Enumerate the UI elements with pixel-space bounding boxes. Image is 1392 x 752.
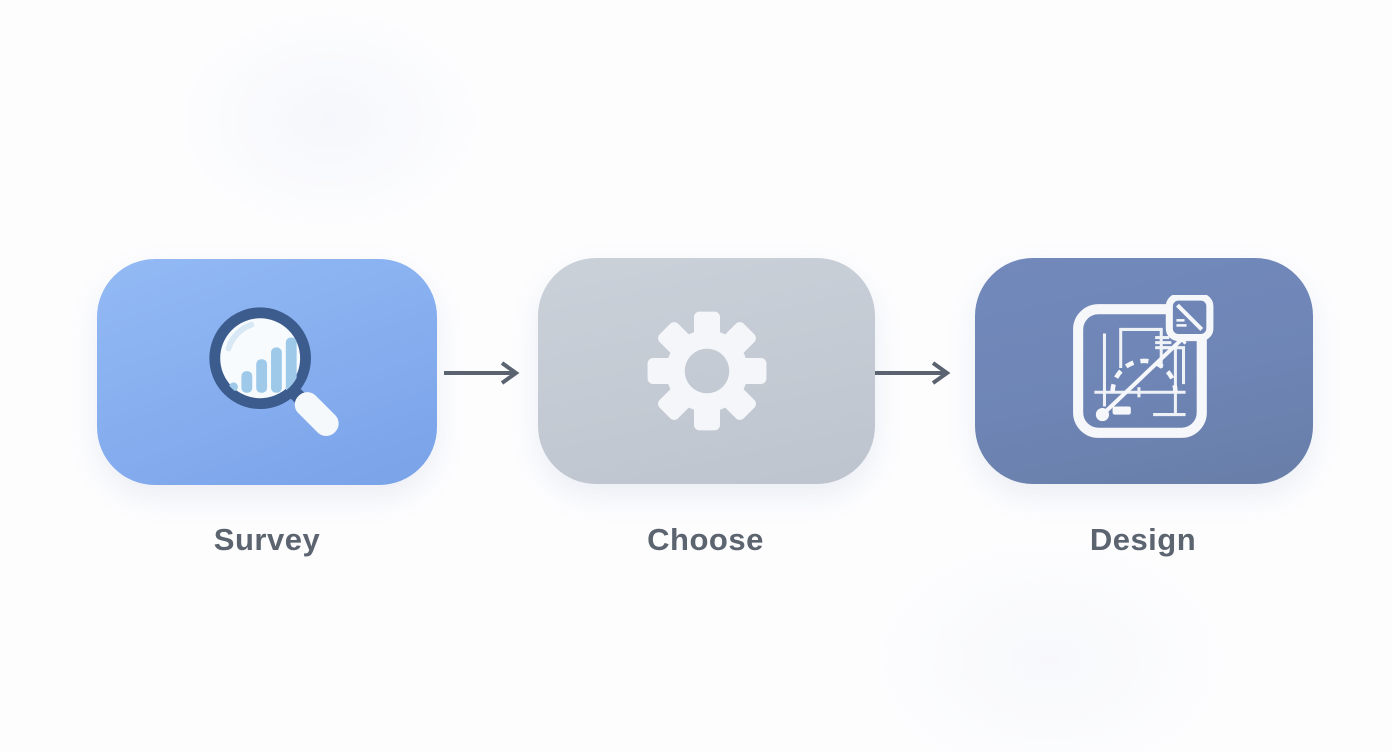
blueprint-drawing-icon [1073, 295, 1214, 438]
choose-card [538, 258, 875, 484]
gear-icon [647, 311, 766, 431]
design-label: Design [1089, 522, 1197, 557]
design-card [975, 258, 1313, 484]
arrow-right-icon [875, 361, 951, 385]
survey-label: Survey [213, 522, 321, 557]
magnifier-bar-chart-icon [209, 307, 339, 437]
survey-card [97, 259, 437, 485]
choose-label: Choose [647, 522, 764, 557]
arrow-right-icon [444, 361, 520, 385]
